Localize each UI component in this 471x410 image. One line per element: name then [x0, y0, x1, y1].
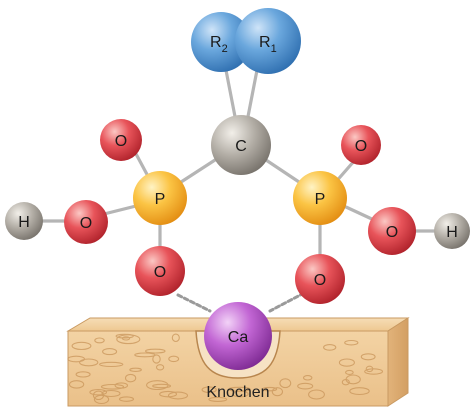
bone-pore: [297, 382, 314, 390]
bone-pore: [102, 348, 118, 356]
bone-pore: [79, 358, 99, 367]
bone-pore: [75, 371, 91, 378]
bone-pore: [145, 348, 166, 354]
r2-letter: R: [210, 34, 222, 51]
bone-pore: [129, 367, 142, 372]
bone-pore: [100, 383, 125, 390]
atom-p-right: P: [293, 171, 347, 225]
bone-pore: [94, 337, 105, 344]
p-right-label: P: [315, 191, 326, 208]
carbon-label: C: [235, 138, 247, 155]
bone-pore: [101, 389, 121, 398]
calcium-label: Ca: [228, 329, 249, 346]
bone-pore: [341, 379, 350, 386]
o-left-top-label: O: [115, 133, 127, 150]
bond-c-p-right: [264, 158, 304, 186]
bone-label: Knochen: [206, 384, 269, 401]
r2-subscript: 2: [222, 43, 228, 55]
bone-pore: [338, 358, 355, 367]
bone-pore: [68, 380, 85, 389]
atom-o-left-side: O: [64, 200, 108, 244]
atom-carbon: C: [211, 115, 271, 175]
ionic-bond-right: [268, 291, 306, 313]
bone-pore: [171, 333, 180, 343]
bone-pore: [152, 354, 161, 364]
bone-pore: [302, 375, 313, 381]
o-left-side-label: O: [80, 215, 92, 232]
atom-o-right-top: O: [341, 125, 381, 165]
bone-pore: [365, 365, 374, 373]
bone-pore: [262, 386, 278, 392]
o-right-bottom-label: O: [314, 272, 326, 289]
bone-pore: [67, 355, 86, 363]
atom-calcium: Ca: [204, 302, 272, 370]
atom-o-right-side: O: [368, 207, 416, 255]
bone-side-face: [387, 317, 409, 407]
bone-pore: [89, 388, 108, 396]
atom-o-left-bottom: O: [135, 246, 185, 296]
bone-pore: [124, 373, 137, 383]
bone-pore: [115, 333, 134, 339]
atom-h-right: H: [434, 213, 470, 249]
bond-c-p-left: [176, 158, 217, 186]
atom-o-right-bottom: O: [295, 254, 345, 304]
bone-pore: [345, 369, 354, 375]
o-left-bottom-label: O: [154, 264, 166, 281]
ionic-bonds: [176, 291, 306, 313]
bone-pore: [155, 364, 165, 371]
h-right-label: H: [446, 224, 458, 241]
bone-pore: [118, 396, 135, 402]
bond-p-left-o-side: [102, 203, 142, 216]
svg-text:R2: R2: [210, 34, 228, 55]
bone-pore: [99, 361, 124, 368]
bond-p-right-o-side: [344, 205, 376, 222]
r1-letter: R: [259, 34, 271, 51]
bone-pore: [279, 378, 292, 389]
bone-pore: [231, 390, 249, 398]
bone-pore: [152, 383, 172, 389]
bone-pore: [159, 390, 178, 398]
bone-texture: [67, 333, 384, 405]
h-left-label: H: [18, 214, 30, 231]
atom-h-left: H: [5, 202, 43, 240]
bone-pore: [146, 380, 169, 391]
bone-pore: [308, 389, 325, 400]
o-right-side-label: O: [386, 224, 398, 241]
ionic-bond-left: [176, 293, 212, 313]
bone-pore: [201, 386, 217, 394]
bone-pore: [208, 396, 228, 402]
r1-subscript: 1: [271, 43, 277, 55]
bone-pore: [271, 387, 284, 397]
bone-pore: [323, 344, 337, 351]
svg-text:R1: R1: [259, 34, 277, 55]
bone-pore: [364, 368, 384, 375]
bone-pore: [93, 394, 110, 405]
bone-pore: [167, 391, 189, 400]
o-right-top-label: O: [355, 138, 367, 155]
atom-p-left: P: [133, 171, 187, 225]
bone-pore: [71, 341, 92, 351]
bone-pore: [168, 355, 180, 363]
p-left-label: P: [155, 191, 166, 208]
bone-pore: [360, 353, 376, 361]
atom-r2: R2: [191, 12, 251, 72]
bone-pore: [344, 339, 359, 346]
bone-pore: [349, 387, 370, 396]
atom-o-left-top: O: [100, 119, 142, 161]
atom-r1: R1: [235, 8, 301, 74]
